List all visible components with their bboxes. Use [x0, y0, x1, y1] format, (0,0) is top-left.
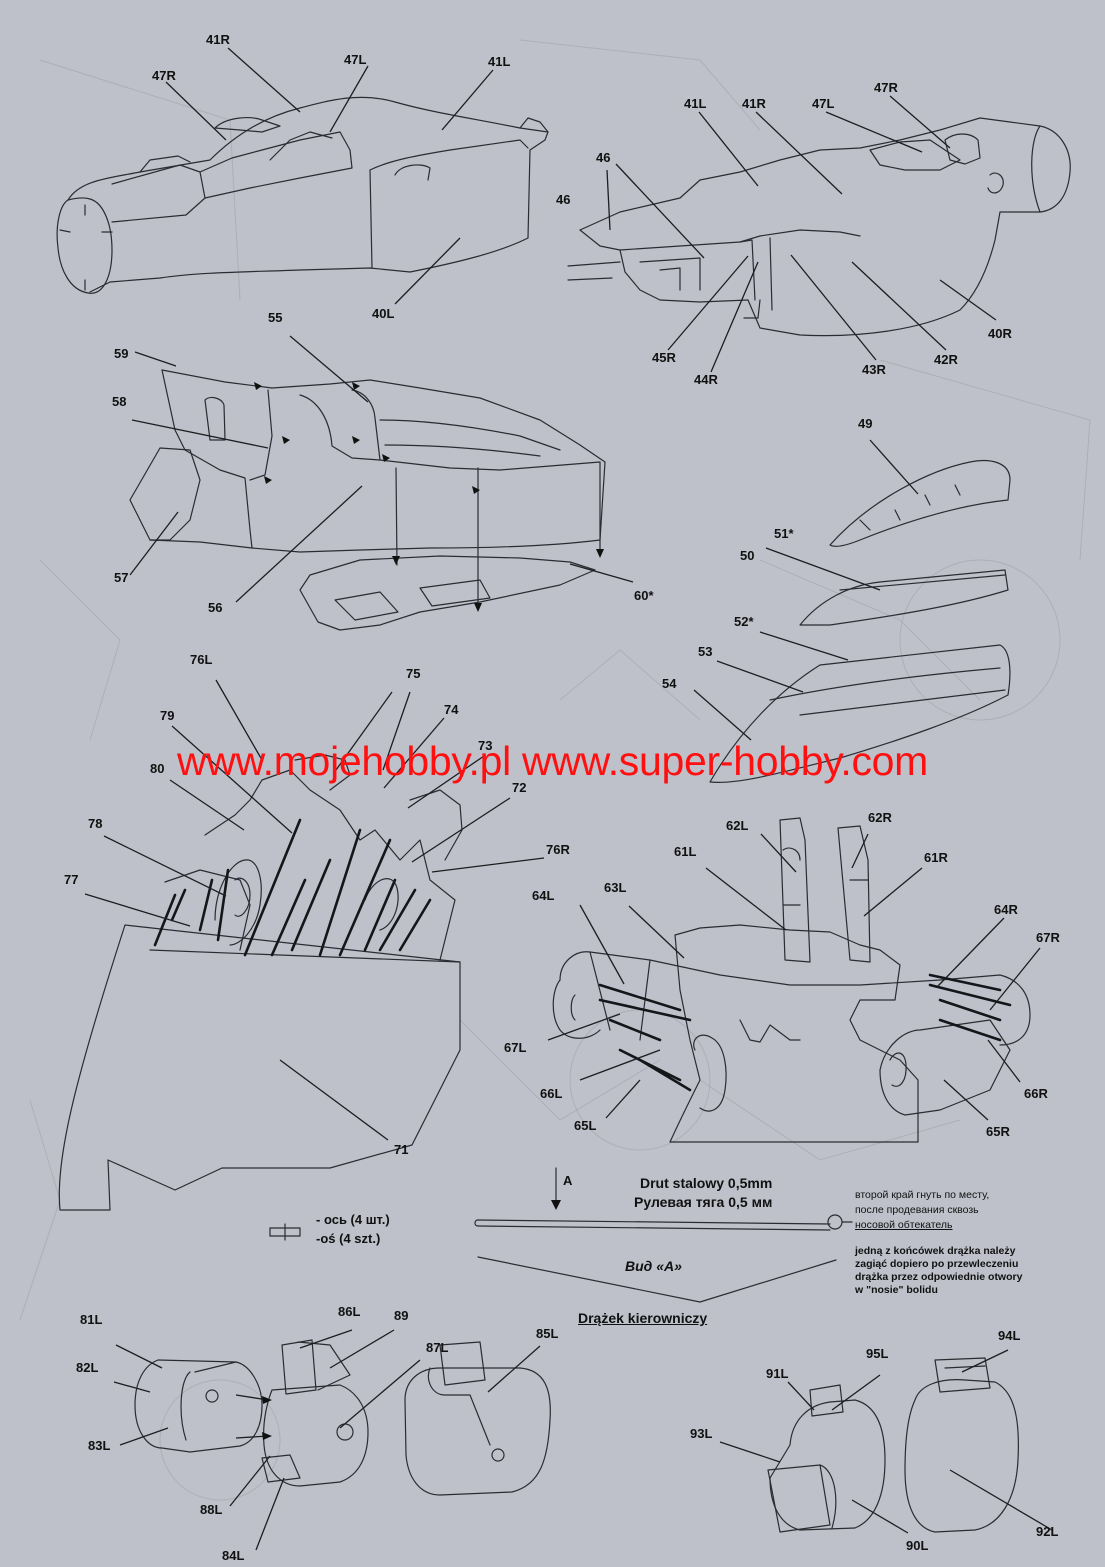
bend-note-ru-line-3: носовой обтекатель: [855, 1219, 953, 1231]
label-57: 57: [114, 570, 128, 585]
label-75: 75: [406, 666, 420, 681]
label-41L-b: 41L: [684, 96, 706, 111]
label-74: 74: [444, 702, 459, 717]
fuselage-right-assembly: [567, 117, 1071, 337]
label-85L: 85L: [536, 1326, 558, 1341]
label-46-b: 46: [556, 192, 570, 207]
label-50: 50: [740, 548, 754, 563]
wire-note-ru: Рулевая тяга 0,5 мм: [634, 1194, 773, 1210]
view-a-label: Вид «А»: [625, 1258, 682, 1274]
label-90L: 90L: [906, 1538, 928, 1553]
label-84L: 84L: [222, 1548, 244, 1563]
label-47L-a: 47L: [344, 52, 366, 67]
label-60: 60*: [634, 588, 654, 603]
label-64L: 64L: [532, 888, 554, 903]
label-73: 73: [478, 738, 492, 753]
bend-note-pl: jedną z końcówek drążka należy zagiąć do…: [855, 1245, 1022, 1297]
steering-rod-label: Drążek kierowniczy: [578, 1310, 708, 1326]
label-42R: 42R: [934, 352, 958, 367]
label-53: 53: [698, 644, 712, 659]
label-71: 71: [394, 1142, 408, 1157]
label-65L: 65L: [574, 1118, 596, 1133]
label-91L: 91L: [766, 1366, 788, 1381]
label-41R-b: 41R: [742, 96, 766, 111]
bend-note-pl-line-1: jedną z końcówek drążka należy: [855, 1245, 1016, 1257]
bend-note-pl-line-3: drążka przez odpowiednie otwory: [855, 1271, 1023, 1283]
label-46-a: 46: [596, 150, 610, 165]
label-41L-a: 41L: [488, 54, 510, 69]
label-52: 52*: [734, 614, 754, 629]
label-86L: 86L: [338, 1304, 360, 1319]
label-61L: 61L: [674, 844, 696, 859]
bend-note-ru-line-1: второй край гнуть по месту,: [855, 1189, 990, 1201]
label-41R-a: 41R: [206, 32, 230, 47]
label-80: 80: [150, 761, 164, 776]
axle-and-steering-rod: [269, 1167, 853, 1303]
bend-note-pl-line-4: w "nosie" bolidu: [855, 1284, 938, 1296]
label-76L: 76L: [190, 652, 212, 667]
leader-lines: [84, 47, 1053, 1551]
axle-note-ru: - ось (4 шт.): [316, 1212, 390, 1227]
label-88L: 88L: [200, 1502, 222, 1517]
label-47R-b: 47R: [874, 80, 898, 95]
label-59: 59: [114, 346, 128, 361]
label-62L: 62L: [726, 818, 748, 833]
cockpit-tub-assembly: [129, 369, 606, 631]
nose-fairing-parts: [709, 459, 1011, 783]
label-65R: 65R: [986, 1124, 1010, 1139]
label-81L: 81L: [80, 1312, 102, 1327]
view-letter-a: A: [563, 1173, 573, 1188]
bend-note-ru: второй край гнуть по месту, после продев…: [855, 1188, 989, 1233]
label-63L: 63L: [604, 880, 626, 895]
fuselage-left-assembly: [56, 96, 549, 294]
label-40L: 40L: [372, 306, 394, 321]
label-47L-b: 47L: [812, 96, 834, 111]
label-79: 79: [160, 708, 174, 723]
label-67R: 67R: [1036, 930, 1060, 945]
label-58: 58: [112, 394, 126, 409]
label-56: 56: [208, 600, 222, 615]
label-87L: 87L: [426, 1340, 448, 1355]
label-61R: 61R: [924, 850, 948, 865]
label-55: 55: [268, 310, 282, 325]
label-62R: 62R: [868, 810, 892, 825]
label-93L: 93L: [690, 1426, 712, 1441]
label-92L: 92L: [1036, 1524, 1058, 1539]
label-66L: 66L: [540, 1086, 562, 1101]
label-49: 49: [858, 416, 872, 431]
label-51: 51*: [774, 526, 794, 541]
label-66R: 66R: [1024, 1086, 1048, 1101]
front-upright-assembly: [767, 1357, 1019, 1533]
label-89: 89: [394, 1308, 408, 1323]
bend-note-pl-line-2: zagiąć dopiero po przewleczeniu: [855, 1258, 1019, 1270]
label-77: 77: [64, 872, 78, 887]
label-64R: 64R: [994, 902, 1018, 917]
label-47R-a: 47R: [152, 68, 176, 83]
label-72: 72: [512, 780, 526, 795]
front-suspension-assembly: [552, 817, 1031, 1143]
bend-note-ru-line-2: после продевания сквозь: [855, 1204, 979, 1216]
label-54: 54: [662, 676, 677, 691]
axle-note-pl: -oś (4 szt.): [316, 1231, 381, 1246]
label-94L: 94L: [998, 1328, 1020, 1343]
label-40R: 40R: [988, 326, 1012, 341]
watermark-text: www.mojehobby.pl www.super-hobby.com: [176, 738, 929, 784]
label-82L: 82L: [76, 1360, 98, 1375]
wire-note-pl: Drut stalowy 0,5mm: [640, 1175, 773, 1191]
label-78: 78: [88, 816, 102, 831]
label-76R: 76R: [546, 842, 570, 857]
label-67L: 67L: [504, 1040, 526, 1055]
rear-upright-assembly: [134, 1339, 551, 1496]
label-43R: 43R: [862, 362, 886, 377]
label-95L: 95L: [866, 1346, 888, 1361]
label-44R: 44R: [694, 372, 718, 387]
part-labels: 41R 47L 41L 47R 40L 41L 41R 47L 47R 46 4…: [64, 32, 1060, 1563]
label-45R: 45R: [652, 350, 676, 365]
label-83L: 83L: [88, 1438, 110, 1453]
